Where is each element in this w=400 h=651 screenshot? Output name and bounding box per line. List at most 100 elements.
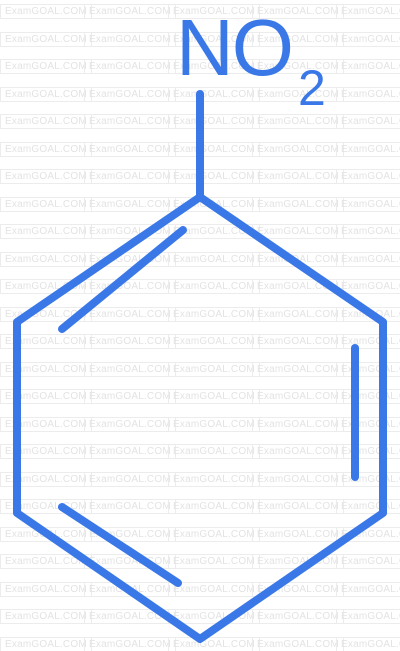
watermark-text: ExamGOAL.COM [336, 196, 400, 212]
watermark-text: ExamGOAL.COM [84, 4, 176, 19]
watermark-text: ExamGOAL.COM [84, 251, 176, 267]
watermark-text: ExamGOAL.COM [168, 554, 260, 569]
watermark-text: ExamGOAL.COM [84, 609, 176, 624]
watermark-text: ExamGOAL.COM [0, 59, 92, 74]
watermark-text: ExamGOAL.COM [252, 169, 344, 184]
watermark-text: ExamGOAL.COM [84, 86, 176, 102]
watermark-text: ExamGOAL.COM [252, 196, 344, 212]
watermark-text: ExamGOAL.COM [0, 416, 92, 432]
watermark-text: ExamGOAL.COM [84, 141, 176, 157]
watermark-text: ExamGOAL.COM [252, 526, 344, 542]
watermark-text: ExamGOAL.COM [336, 86, 400, 102]
watermark-text: ExamGOAL.COM [336, 581, 400, 597]
watermark-text: ExamGOAL.COM [0, 224, 92, 239]
watermark-text: ExamGOAL.COM [84, 334, 176, 349]
watermark-text: ExamGOAL.COM [252, 416, 344, 432]
watermark-text: ExamGOAL.COM [168, 86, 260, 102]
watermark-text: ExamGOAL.COM [0, 361, 92, 377]
watermark-text: ExamGOAL.COM [336, 389, 400, 404]
watermark-text: ExamGOAL.COM [84, 444, 176, 459]
watermark-text: ExamGOAL.COM [0, 279, 92, 294]
watermark-text: ExamGOAL.COM [336, 609, 400, 624]
watermark-text: ExamGOAL.COM [168, 471, 260, 487]
watermark-text: ExamGOAL.COM [0, 581, 92, 597]
watermark-text: ExamGOAL.COM [168, 59, 260, 74]
watermark-text: ExamGOAL.COM [252, 4, 344, 19]
watermark-text: ExamGOAL.COM [168, 251, 260, 267]
watermark-text: ExamGOAL.COM [168, 306, 260, 322]
watermark-text: ExamGOAL.COM [252, 389, 344, 404]
watermark-text: ExamGOAL.COM [84, 471, 176, 487]
watermark-text: ExamGOAL.COM [0, 141, 92, 157]
watermark-text: ExamGOAL.COM [252, 444, 344, 459]
watermark-text: ExamGOAL.COM [0, 196, 92, 212]
watermark-text: ExamGOAL.COM [336, 169, 400, 184]
watermark-text: ExamGOAL.COM [168, 141, 260, 157]
watermark-text: ExamGOAL.COM [336, 471, 400, 487]
watermark-text: ExamGOAL.COM [0, 86, 92, 102]
watermark-text: ExamGOAL.COM [336, 416, 400, 432]
watermark-text: ExamGOAL.COM [252, 306, 344, 322]
watermark-text: ExamGOAL.COM [0, 444, 92, 459]
watermark-text: ExamGOAL.COM [252, 31, 344, 47]
watermark-text: ExamGOAL.COM [168, 279, 260, 294]
watermark-text: ExamGOAL.COM [84, 361, 176, 377]
watermark-text: ExamGOAL.COM [252, 609, 344, 624]
watermark-text: ExamGOAL.COM [84, 499, 176, 514]
watermark-text: ExamGOAL.COM [336, 31, 400, 47]
watermark-text: ExamGOAL.COM [336, 114, 400, 129]
watermark-text: ExamGOAL.COM [336, 141, 400, 157]
nitro-label-subscript: 2 [298, 60, 326, 116]
watermark-text: ExamGOAL.COM [252, 86, 344, 102]
watermark-text: ExamGOAL.COM [336, 59, 400, 74]
watermark-text: ExamGOAL.COM [168, 4, 260, 19]
watermark-text: ExamGOAL.COM [0, 389, 92, 404]
watermark-text: ExamGOAL.COM [0, 4, 92, 19]
watermark-text: ExamGOAL.COM [168, 224, 260, 239]
benzene-ring [13, 193, 387, 643]
watermark-text: ExamGOAL.COM [84, 416, 176, 432]
watermark-text: ExamGOAL.COM [336, 499, 400, 514]
watermark-text: ExamGOAL.COM [252, 334, 344, 349]
watermark-text: ExamGOAL.COM [336, 554, 400, 569]
watermark-text: ExamGOAL.COM [252, 279, 344, 294]
watermark-text: ExamGOAL.COM [84, 526, 176, 542]
watermark-text: ExamGOAL.COM [84, 114, 176, 129]
watermark-text: ExamGOAL.COM [252, 141, 344, 157]
watermark-text: ExamGOAL.COM [168, 361, 260, 377]
watermark-text: ExamGOAL.COM [168, 499, 260, 514]
watermark-text: ExamGOAL.COM [168, 416, 260, 432]
watermark-text: ExamGOAL.COM [84, 59, 176, 74]
watermark-text: ExamGOAL.COM [0, 114, 92, 129]
watermark-text: ExamGOAL.COM [0, 31, 92, 47]
nitro-label-main: NO [176, 3, 294, 92]
watermark-text: ExamGOAL.COM [252, 114, 344, 129]
watermark-text: ExamGOAL.COM [336, 251, 400, 267]
watermark-text: ExamGOAL.COM [0, 334, 92, 349]
watermark-text: ExamGOAL.COM [252, 59, 344, 74]
watermark-text: ExamGOAL.COM [336, 361, 400, 377]
double-bond-lower-left [58, 503, 182, 587]
watermark-text: ExamGOAL.COM [0, 169, 92, 184]
watermark-text: ExamGOAL.COM [252, 361, 344, 377]
watermark-text: ExamGOAL.COM [84, 279, 176, 294]
double-bond-upper-left [58, 226, 187, 333]
watermark-text: ExamGOAL.COM [252, 581, 344, 597]
watermark-text: ExamGOAL.COM [168, 581, 260, 597]
watermark-text: ExamGOAL.COM [168, 31, 260, 47]
watermark-text: ExamGOAL.COM [336, 4, 400, 19]
watermark-text: ExamGOAL.COM [0, 609, 92, 624]
watermark-text: ExamGOAL.COM [0, 251, 92, 267]
watermark-text: ExamGOAL.COM [168, 526, 260, 542]
watermark-text: ExamGOAL.COM [84, 389, 176, 404]
watermark-text: ExamGOAL.COM [168, 444, 260, 459]
watermark-text: ExamGOAL.COM [336, 444, 400, 459]
watermark-text: ExamGOAL.COM [168, 334, 260, 349]
watermark-text: ExamGOAL.COM [168, 169, 260, 184]
watermark-text: ExamGOAL.COM [252, 471, 344, 487]
watermark-text: ExamGOAL.COM [0, 499, 92, 514]
watermark-text: ExamGOAL.COM [84, 196, 176, 212]
